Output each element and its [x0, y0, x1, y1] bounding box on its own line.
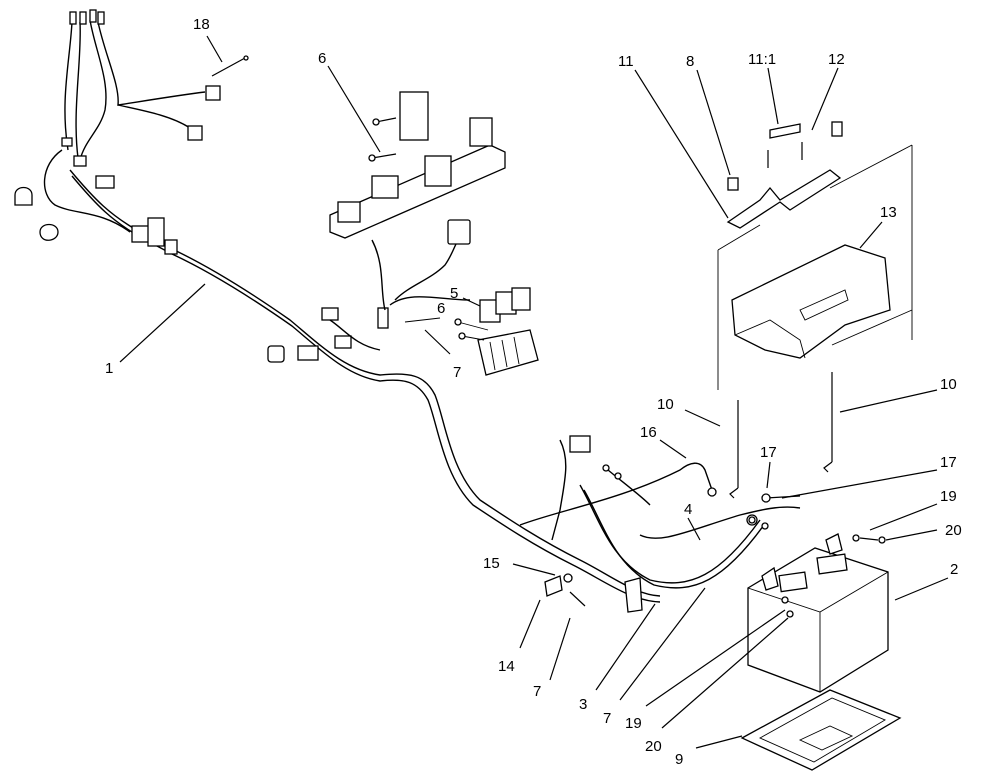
callout-10-b: 10 [940, 376, 957, 393]
battery-cover [717, 121, 913, 390]
callout-4: 4 [684, 501, 692, 518]
callout-18: 18 [193, 16, 210, 33]
callout-12: 12 [828, 51, 845, 68]
callout-7-c: 7 [603, 710, 611, 727]
callout-2: 2 [950, 561, 958, 578]
callout-7-b: 7 [533, 683, 541, 700]
callout-6: 6 [318, 50, 326, 67]
callout-5: 5 [450, 285, 458, 302]
callout-11-1: 11:1 [748, 51, 776, 68]
callout-15: 15 [483, 555, 500, 572]
leader-lines [119, 35, 949, 749]
relay-bracket [329, 91, 506, 239]
fuse-block [404, 287, 539, 376]
callout-13: 13 [880, 204, 897, 221]
callout-20-b: 20 [645, 738, 662, 755]
callout-1: 1 [105, 360, 113, 377]
callout-3: 3 [579, 696, 587, 713]
callout-19: 19 [940, 488, 957, 505]
j-bolts [729, 372, 833, 499]
small-parts [211, 55, 249, 77]
callout-11: 11 [618, 53, 634, 70]
wire-harness [14, 9, 661, 603]
callout-6-b: 6 [437, 300, 445, 317]
callout-19-b: 19 [625, 715, 642, 732]
battery-tray [740, 689, 902, 771]
callout-8: 8 [686, 53, 694, 70]
callout-7: 7 [453, 364, 461, 381]
callout-9: 9 [675, 751, 683, 768]
callout-20: 20 [945, 522, 962, 539]
callout-labels: 18 6 11 8 11:1 12 13 5 6 7 1 10 10 16 17… [105, 16, 962, 768]
callout-14: 14 [498, 658, 515, 675]
hardware [544, 493, 886, 618]
callout-10: 10 [657, 396, 674, 413]
callout-16: 16 [640, 424, 657, 441]
callout-17-b: 17 [940, 454, 957, 471]
battery [747, 533, 889, 693]
callout-17: 17 [760, 444, 777, 461]
